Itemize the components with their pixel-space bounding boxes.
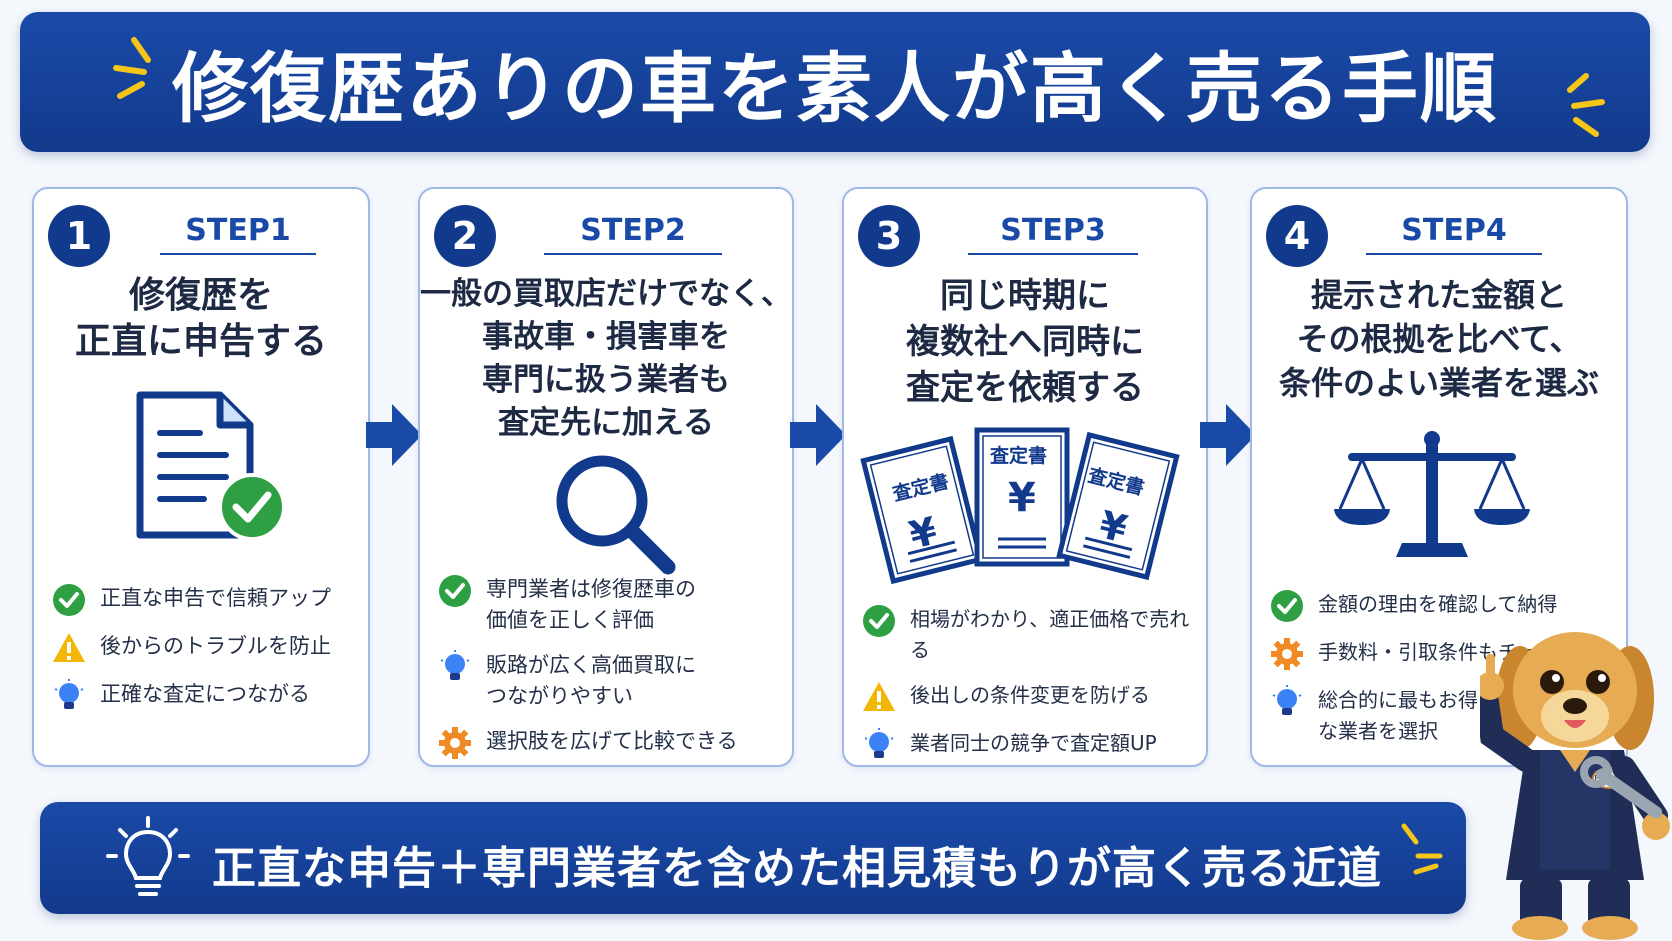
benefit-item: 金額の理由を確認して納得 xyxy=(1270,589,1616,623)
appraisal-doc-right xyxy=(1056,431,1180,581)
benefit-text: 後からのトラブルを防止 xyxy=(100,634,331,658)
step-number: 1 xyxy=(48,205,110,267)
sparkle-left-icon xyxy=(113,37,151,99)
step-header: 4 STEP4 xyxy=(1262,203,1616,273)
step-title: 一般の買取店だけでなく、 事故車・損害車を 専門に扱う業者も 査定先に加える xyxy=(420,276,792,441)
step-title: 同じ時期に 複数社へ同時に 査定を依頼する xyxy=(906,276,1144,408)
step-label: STEP3 xyxy=(968,211,1138,255)
benefit-item: 正直な申告で信頼アップ xyxy=(52,583,358,617)
bulb-icon xyxy=(54,679,84,709)
bulb-icon xyxy=(440,650,470,680)
step-header: 2 STEP2 xyxy=(430,203,782,273)
benefit-item: 後からのトラブルを防止 xyxy=(52,631,358,665)
step-title: 修復歴を 正直に申告する xyxy=(74,275,327,362)
benefit-item: 選択肢を広げて比較できる xyxy=(438,726,782,760)
dog-mechanic-mascot: Buddy xyxy=(1480,620,1670,941)
flow-arrow-icon xyxy=(790,404,846,466)
benefit-item: 専門業者は修復歴車の 価値を正しく評価 xyxy=(438,574,782,636)
sparkle-summary-icon xyxy=(1401,823,1443,875)
appraisal-doc-left xyxy=(860,435,984,585)
gear-icon xyxy=(439,727,471,759)
step-number: 2 xyxy=(434,205,496,267)
benefit-text: 正直な申告で信頼アップ xyxy=(100,586,331,610)
check-icon xyxy=(53,584,85,616)
step-benefits: 正直な申告で信頼アップ 後からのトラブルを防止 正確な査定につながる xyxy=(52,583,358,727)
benefit-text: 正確な査定につながる xyxy=(100,682,310,706)
benefit-item: 正確な査定につながる xyxy=(52,679,358,713)
summary-banner: 正直な申告＋専門業者を含めた相見積もりが高く売る近道 xyxy=(40,802,1466,914)
step-label: STEP1 xyxy=(160,211,316,255)
step-card-3: 3 STEP3 同じ時期に 複数社へ同時に 査定を依頼する 査定書 ¥ 査定書 … xyxy=(842,187,1208,767)
step-card-2: 2 STEP2 一般の買取店だけでなく、 事故車・損害車を 専門に扱う業者も 査… xyxy=(418,187,794,767)
step-label: STEP4 xyxy=(1366,211,1542,255)
benefit-text: 総合的に最もお得 な業者を選択 xyxy=(1318,688,1478,743)
benefit-text: 後出しの条件変更を防げる xyxy=(910,683,1150,707)
warning-icon xyxy=(53,633,85,662)
benefit-item: 総合的に最もお得 な業者を選択 xyxy=(1270,685,1616,747)
warning-icon xyxy=(863,682,895,711)
step-card-1: 1 STEP1 修復歴を 正直に申告する 正直な申告で信頼アップ 後からのトラブ… xyxy=(32,187,370,767)
appraisal-documents-icon: 査定書 ¥ 査定書 ¥ 査定書 ¥ xyxy=(860,427,1180,587)
step-benefits: 相場がわかり、適正価格で売れる 後出しの条件変更を防げる 業者同士の競争で査定額… xyxy=(862,604,1196,776)
yen-symbol: ¥ xyxy=(1008,475,1036,521)
step-title: 提示された金額と その根拠を比べて、 条件のよい業者を選ぶ xyxy=(1278,276,1599,402)
flow-arrow-icon xyxy=(366,404,422,466)
document-check-icon xyxy=(136,391,286,541)
benefit-text: 業者同士の競争で査定額UP xyxy=(910,731,1157,755)
sparkle-right-icon xyxy=(1567,73,1605,137)
check-icon xyxy=(863,605,895,637)
benefit-item: 業者同士の競争で査定額UP xyxy=(862,728,1196,762)
step-header: 3 STEP3 xyxy=(854,203,1196,273)
step-label: STEP2 xyxy=(544,211,722,255)
bulb-icon xyxy=(1272,685,1302,715)
step-number: 4 xyxy=(1266,205,1328,267)
summary-text: 正直な申告＋専門業者を含めた相見積もりが高く売る近道 xyxy=(212,843,1382,894)
benefit-item: 後出しの条件変更を防げる xyxy=(862,680,1196,714)
benefit-text: 金額の理由を確認して納得 xyxy=(1318,592,1558,616)
step-benefits: 専門業者は修復歴車の 価値を正しく評価 販路が広く高価買取に つながりやすい 選… xyxy=(438,574,782,774)
benefit-item: 販路が広く高価買取に つながりやすい xyxy=(438,650,782,712)
flow-arrow-icon xyxy=(1200,404,1256,466)
magnifier-icon xyxy=(556,455,676,575)
dog-mechanic-icon: Buddy xyxy=(1480,632,1670,940)
check-icon xyxy=(1271,590,1303,622)
bulb-icon xyxy=(864,728,894,758)
benefit-text: 販路が広く高価買取に つながりやすい xyxy=(486,653,696,708)
scale-icon xyxy=(1334,431,1530,557)
benefit-item: 相場がわかり、適正価格で売れる xyxy=(862,604,1196,666)
gear-icon xyxy=(1271,638,1303,670)
appraisal-doc-center xyxy=(974,427,1070,567)
benefit-text: 専門業者は修復歴車の 価値を正しく評価 xyxy=(486,577,696,632)
benefit-text: 選択肢を広げて比較できる xyxy=(486,729,738,753)
step-header: 1 STEP1 xyxy=(44,203,358,273)
check-icon xyxy=(439,575,471,607)
lightbulb-icon xyxy=(106,816,190,896)
step-benefits: 金額の理由を確認して納得 手数料・引取条件もチェック 総合的に最もお得 な業者を… xyxy=(1270,589,1616,761)
step-number: 3 xyxy=(858,205,920,267)
benefit-text: 相場がわかり、適正価格で売れる xyxy=(910,607,1190,662)
page-title: 修復歴ありの車を素人が高く売る手順 xyxy=(172,44,1498,133)
title-banner: 修復歴ありの車を素人が高く売る手順 xyxy=(20,12,1650,152)
appraisal-doc-label: 査定書 xyxy=(990,445,1048,467)
